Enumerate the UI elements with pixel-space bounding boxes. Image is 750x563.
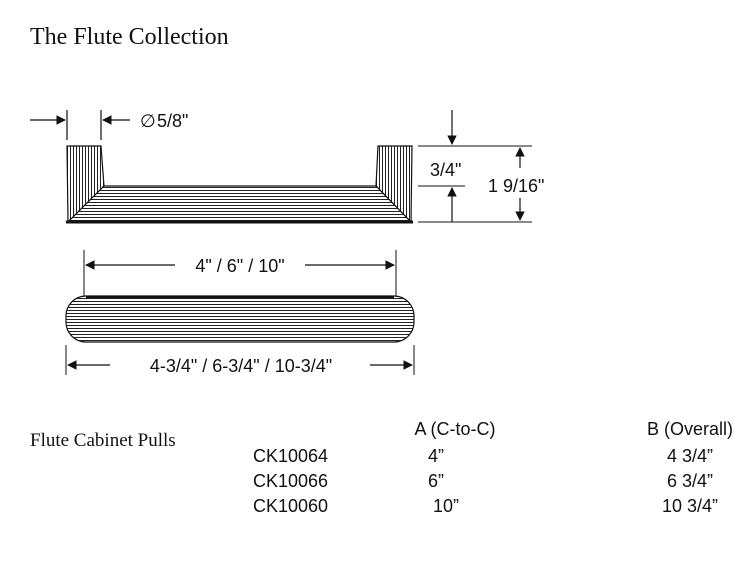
height-dimensions: 3/4" 1 9/16"	[418, 110, 544, 223]
overall-length-label: 4-3/4" / 6-3/4" / 10-3/4"	[150, 356, 332, 376]
diameter-label: 5/8"	[157, 111, 188, 131]
top-view	[65, 295, 415, 343]
overall-length-dimension: 4-3/4" / 6-3/4" / 10-3/4"	[65, 345, 415, 376]
section-label: Flute Cabinet Pulls	[30, 430, 176, 451]
row-2-b: 6 3/4”	[666, 471, 714, 491]
post-height-label: 3/4"	[430, 160, 461, 180]
column-header-a: A (C-to-C)	[414, 419, 496, 439]
page-title: The Flute Collection	[30, 24, 229, 50]
diameter-dimension: ∅ 5/8"	[30, 110, 188, 140]
row-2-a: 6”	[427, 471, 445, 491]
row-3-b: 10 3/4”	[661, 496, 719, 516]
side-view	[66, 145, 413, 224]
row-3-sku: CK10060	[253, 496, 329, 516]
center-to-center-dimension: 4" / 6" / 10"	[83, 250, 397, 300]
column-header-b: B (Overall)	[646, 419, 734, 439]
diameter-symbol: ∅	[140, 111, 156, 131]
row-1-a: 4”	[427, 446, 445, 466]
row-3-a: 10”	[432, 496, 460, 516]
overall-height-label: 1 9/16"	[488, 176, 544, 196]
row-1-sku: CK10064	[253, 446, 329, 466]
pull-technical-drawing: ∅ 5/8" 3/4" 1 9/16" 4" / 6" / 10" 4-3/4"…	[30, 110, 544, 376]
center-to-center-label: 4" / 6" / 10"	[195, 256, 284, 276]
row-2-sku: CK10066	[253, 471, 329, 491]
row-1-b: 4 3/4”	[666, 446, 714, 466]
